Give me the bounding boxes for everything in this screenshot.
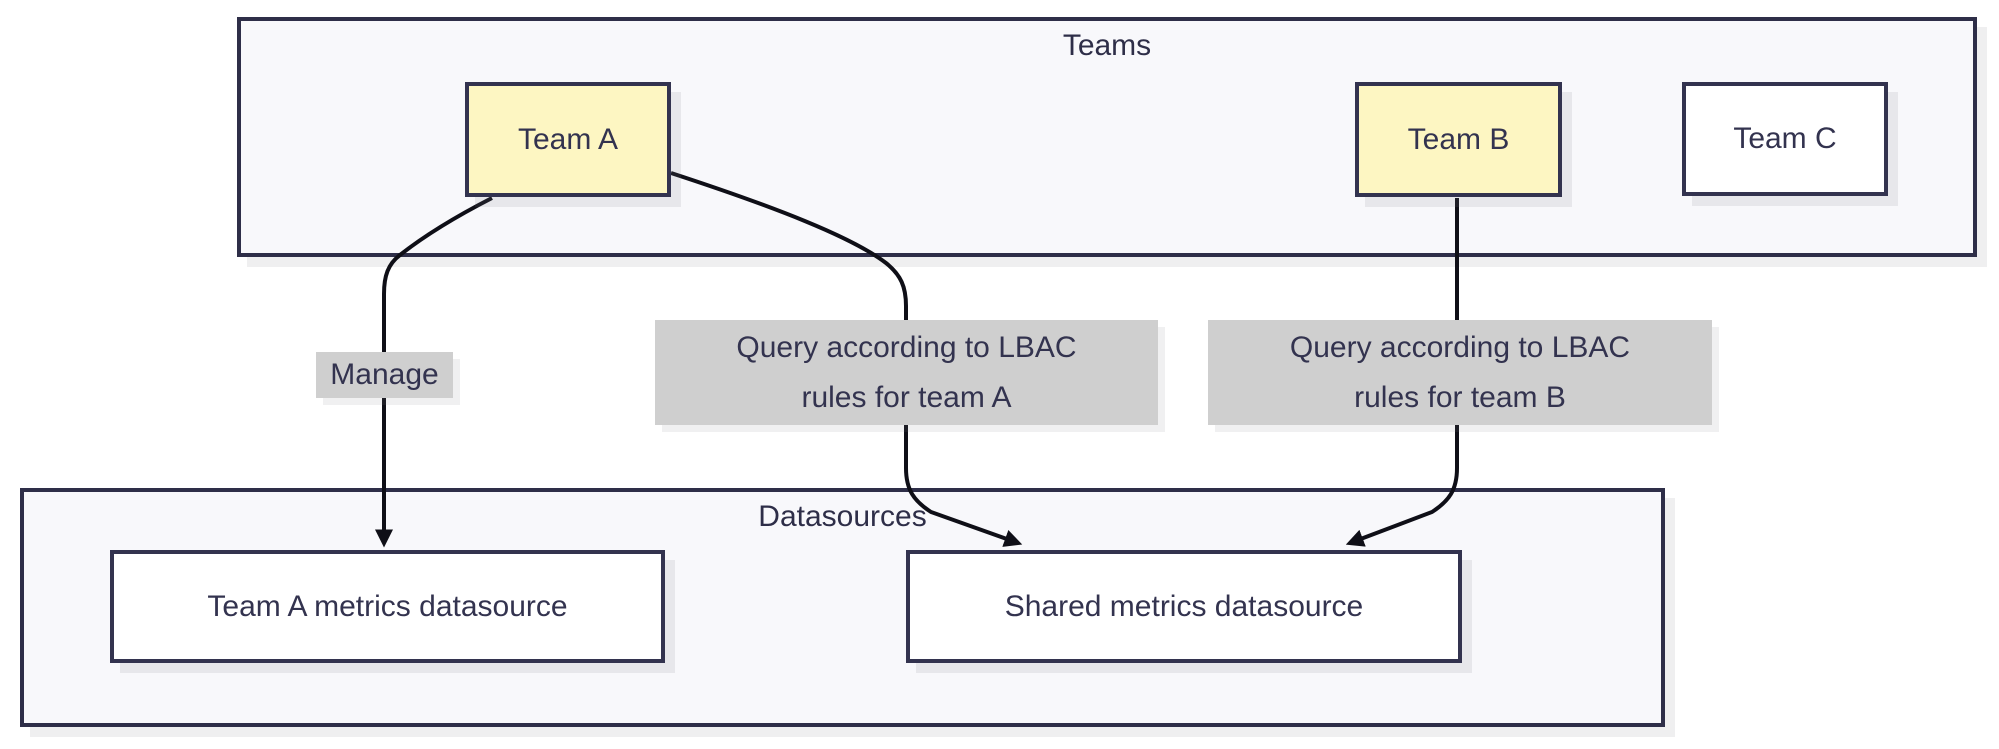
node-team-a-metrics-datasource-label: Team A metrics datasource bbox=[207, 589, 568, 623]
node-team-b-label: Team B bbox=[1407, 122, 1510, 156]
node-team-a-label: Team A bbox=[517, 122, 619, 156]
teams-group-title: Teams bbox=[1062, 29, 1152, 62]
node-team-a-metrics-datasource: Team A metrics datasource bbox=[110, 550, 665, 663]
edge-label-query-lbac-team-b: Query according to LBAC rules for team B bbox=[1208, 320, 1712, 425]
edge-team-a-to-team-a-metrics bbox=[375, 196, 493, 548]
edge-label-query-a-line1: Query according to LBAC bbox=[736, 330, 1077, 364]
node-team-a: Team A bbox=[465, 82, 671, 197]
edge-team-a-to-shared-metrics bbox=[670, 171, 1023, 547]
edge-label-query-a-line2: rules for team A bbox=[801, 380, 1012, 414]
node-team-c-label: Team C bbox=[1733, 122, 1837, 155]
edge-label-query-b-line1: Query according to LBAC bbox=[1289, 330, 1631, 364]
node-team-b: Team B bbox=[1355, 82, 1562, 197]
node-team-c: Team C bbox=[1682, 82, 1888, 196]
node-shared-metrics-datasource-label: Shared metrics datasource bbox=[1004, 589, 1364, 623]
edge-label-query-b-line2: rules for team B bbox=[1354, 380, 1566, 414]
edge-label-query-lbac-team-a: Query according to LBAC rules for team A bbox=[655, 320, 1158, 425]
datasources-group-title: Datasources bbox=[758, 500, 927, 533]
edge-team-b-to-shared-metrics bbox=[1345, 198, 1459, 547]
edge-label-manage: Manage bbox=[316, 352, 453, 398]
node-shared-metrics-datasource: Shared metrics datasource bbox=[906, 550, 1462, 663]
edge-label-manage-text: Manage bbox=[330, 358, 439, 391]
